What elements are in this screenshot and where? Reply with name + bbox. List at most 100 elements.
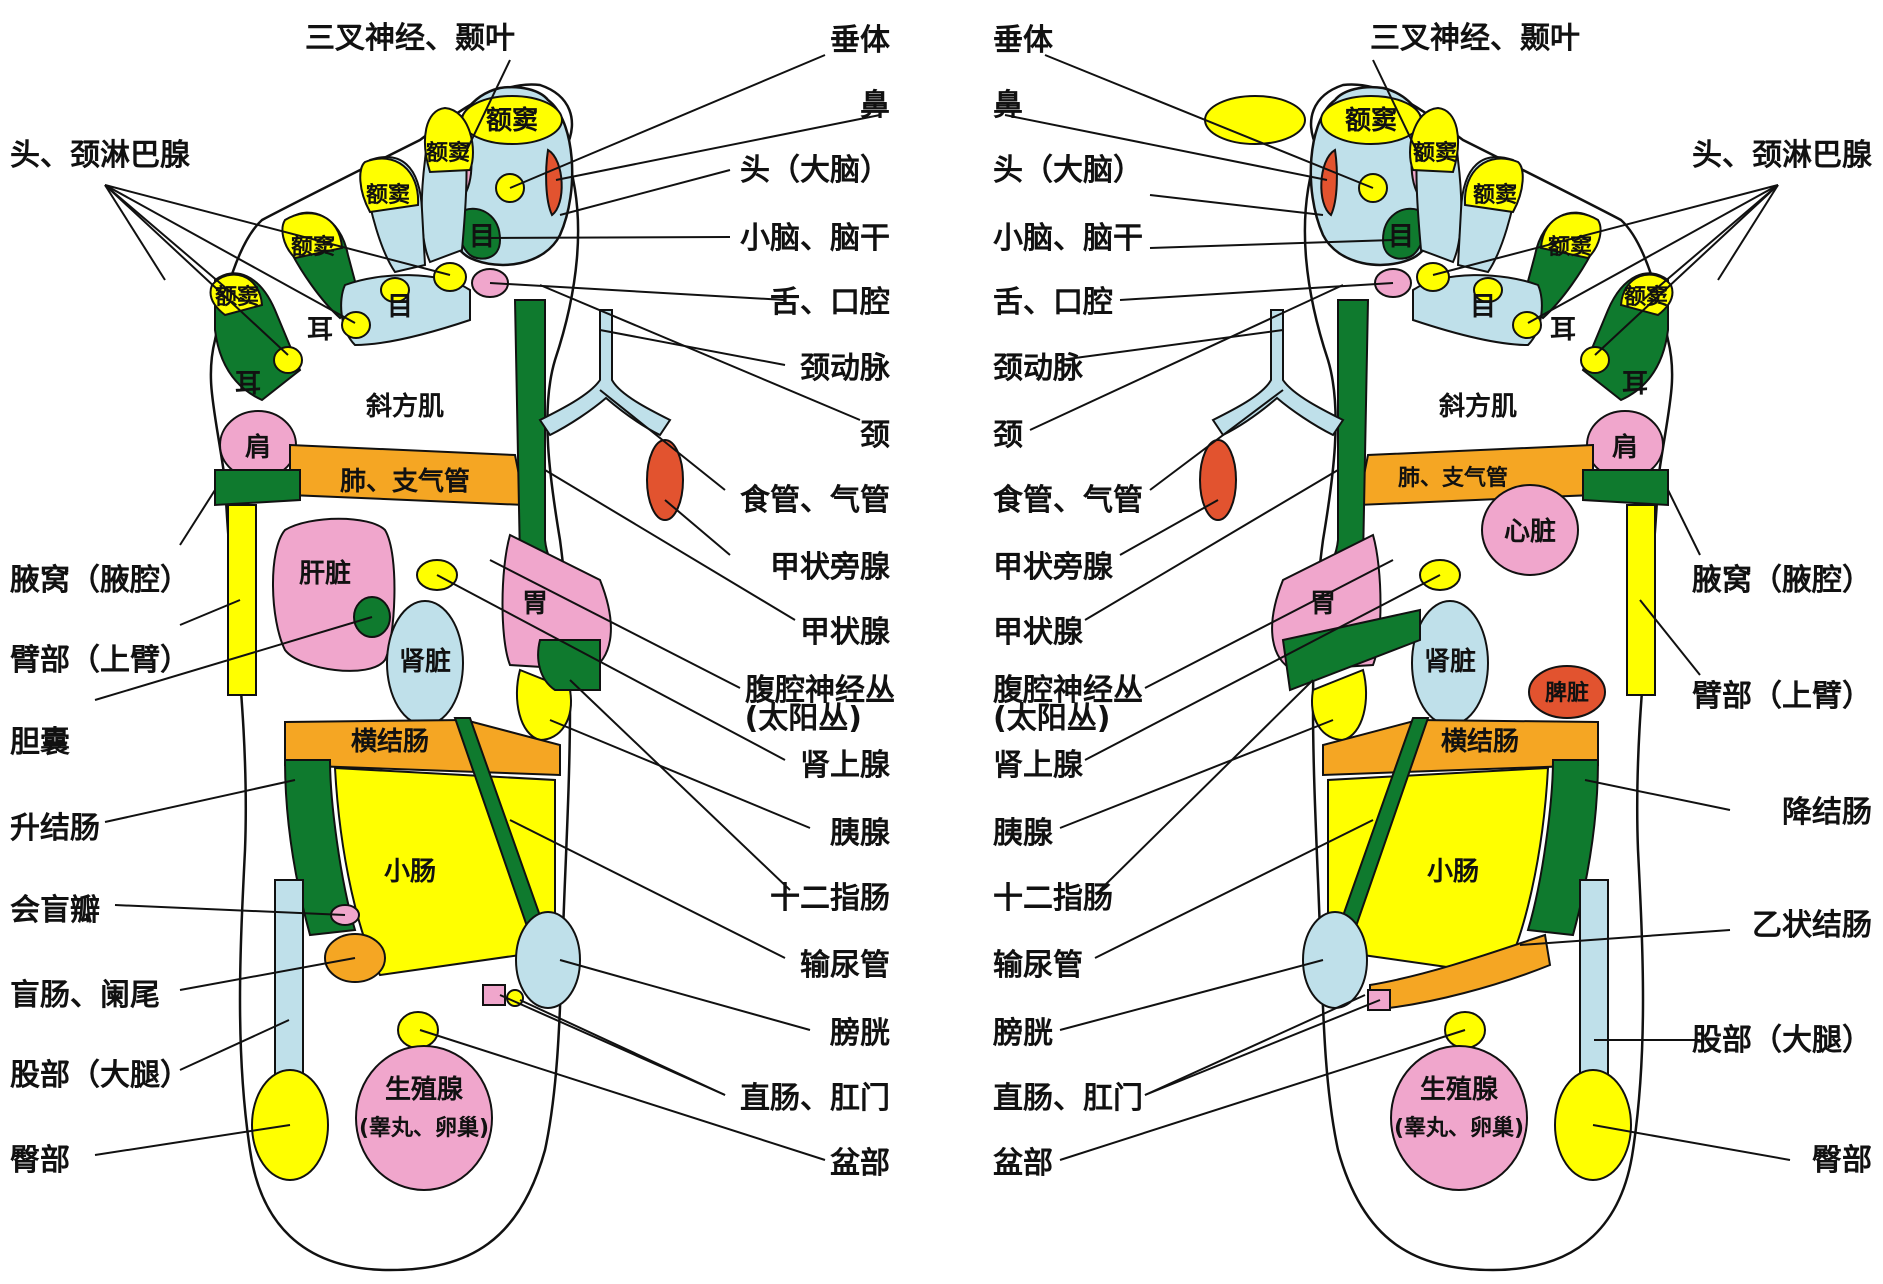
right-sinus-label-3: 额窦 (1473, 182, 1517, 208)
right-genital-label-2: (睾丸、卵巢) (1394, 1115, 1524, 1141)
r-label-pancreas: 胰腺 (993, 816, 1054, 851)
l-label-arm: 臂部（上臂） (10, 643, 190, 678)
leader-r-bladder (1059, 959, 1324, 1031)
l-label-buttock: 臀部 (10, 1143, 70, 1178)
leader-l-cerebellum (489, 236, 731, 239)
left-liver (272, 517, 396, 672)
leader-r-rectum (1144, 999, 1381, 1096)
left-transverse-colon (284, 718, 561, 777)
r-label-thigh: 股部（大腿） (1692, 1023, 1872, 1058)
r-label-esoph: 食管、气管 (993, 483, 1143, 518)
leader-l-bladder (559, 959, 811, 1031)
right-bladder (1302, 911, 1368, 1009)
r-label-head: 头（大脑） (993, 153, 1143, 188)
left-shoulder-label: 肩 (245, 432, 271, 463)
leader-r-parathy (1119, 499, 1219, 556)
left-ear-label-1: 耳 (307, 315, 333, 345)
right-foot: 额窦 额窦 额窦 额窦 额窦 目 目 耳 耳 斜方肌 肩 肺、支气管 心脏 肾脏… (1199, 83, 1674, 1272)
l-label-neck: 颈 (860, 418, 890, 453)
r-label-descend: 降结肠 (1782, 795, 1872, 830)
r-label-thyroid: 甲状腺 (993, 615, 1084, 650)
r-label-bladder: 膀胱 (992, 1016, 1053, 1051)
leader-r-adrenal (1084, 574, 1441, 761)
left-thigh (274, 879, 304, 1081)
leader-l-adrenal (436, 574, 786, 761)
right-kidney-label: 肾脏 (1424, 646, 1476, 677)
right-thigh (1579, 879, 1609, 1081)
left-trapezius-label: 斜方肌 (365, 391, 444, 422)
left-genital-label-2: (睾丸、卵巢) (359, 1115, 489, 1141)
right-spleen (1528, 665, 1606, 719)
left-small-intestine-label: 小肠 (384, 857, 436, 887)
leader-r-solar (1144, 559, 1394, 689)
leader-lines (94, 54, 1791, 1161)
right-nodule-3 (1512, 311, 1542, 339)
leader-r-lymph-1 (1642, 184, 1779, 301)
leader-l-parathy (664, 499, 731, 556)
r-label-trigeminal: 三叉神经、颞叶 (1370, 21, 1580, 56)
leader-r-thyroid (1084, 469, 1339, 621)
right-sinus-label: 额窦 (1345, 105, 1397, 136)
r-label-nose: 鼻 (993, 88, 1023, 123)
leader-r-armpit (1667, 489, 1701, 556)
right-eye-label-2: 目 (1470, 292, 1496, 322)
l-label-bladder: 膀胱 (829, 1016, 890, 1051)
left-sinus-label-4: 额窦 (291, 234, 335, 260)
right-trapezius-label: 斜方肌 (1438, 391, 1517, 422)
left-sinus-label: 额窦 (486, 105, 538, 136)
leader-r-lymph-2 (1594, 184, 1779, 356)
right-ear-label-1: 耳 (1550, 315, 1576, 345)
leader-r-nose (1004, 114, 1328, 181)
left-nose (545, 148, 563, 217)
leader-l-lymph-2 (104, 184, 289, 356)
l-label-valve: 会盲瓣 (10, 893, 100, 928)
leader-l-rectum-2 (519, 999, 726, 1096)
l-label-nose: 鼻 (860, 88, 890, 123)
left-nodule-3 (341, 311, 371, 339)
r-label-arm: 臂部（上臂） (1692, 679, 1872, 714)
right-small-intestine-label: 小肠 (1427, 857, 1479, 887)
left-duodenum (537, 639, 601, 691)
leader-r-pancreas (1059, 719, 1334, 829)
left-ear-label-2: 耳 (235, 369, 261, 399)
leader-r-ureter (1094, 819, 1374, 959)
l-label-cerebellum: 小脑、脑干 (740, 221, 890, 256)
leader-l-head (559, 169, 731, 216)
right-sinus-label-4: 额窦 (1548, 234, 1592, 260)
r-label-tongue: 舌、口腔 (993, 285, 1113, 320)
right-nodule-4 (1580, 346, 1610, 374)
r-label-neck: 颈 (993, 418, 1023, 453)
leader-l-lymph-5 (104, 184, 166, 281)
leader-l-ureter (509, 819, 786, 959)
l-label-carotid: 颈动脉 (800, 351, 891, 386)
l-label-pancreas: 胰腺 (830, 816, 891, 851)
leader-l-cecum (179, 957, 356, 991)
left-rectum (482, 984, 506, 1006)
leader-l-neck (539, 284, 861, 421)
leader-r-descend (1584, 779, 1731, 811)
right-heart (1481, 484, 1579, 576)
leader-l-lymph-4 (104, 184, 451, 276)
leader-r-tongue (1119, 282, 1394, 301)
right-duodenum (1281, 608, 1421, 692)
leader-r-duodenum (1099, 679, 1314, 891)
leader-l-arm (179, 599, 241, 626)
right-ear-label-2: 耳 (1622, 369, 1648, 399)
l-label-armpit: 腋窝（腋腔） (10, 563, 190, 598)
leader-r-trigeminal (1372, 59, 1422, 161)
r-label-adrenal: 肾上腺 (993, 748, 1084, 783)
l-label-pituitary: 垂体 (830, 23, 891, 58)
left-sinus-label-3: 额窦 (366, 182, 410, 208)
r-label-rectum: 直肠、肛门 (993, 1081, 1143, 1116)
left-foot: 额窦 额窦 额窦 额窦 额窦 目 目 耳 耳 斜方肌 肩 肺、支气管 肝脏 肾脏… (209, 83, 684, 1272)
right-shoulder-label: 肩 (1612, 432, 1638, 463)
left-nodule-4 (273, 346, 303, 374)
left-nodule-1 (433, 262, 467, 292)
l-label-adrenal: 肾上腺 (800, 748, 891, 783)
l-label-cecum: 盲肠、阑尾 (10, 978, 160, 1013)
leader-l-buttock (94, 1124, 291, 1156)
r-label-sigmoid: 乙状结肠 (1752, 908, 1872, 943)
leader-l-trigeminal (461, 59, 511, 161)
right-lung-label: 肺、支气管 (1398, 465, 1508, 491)
